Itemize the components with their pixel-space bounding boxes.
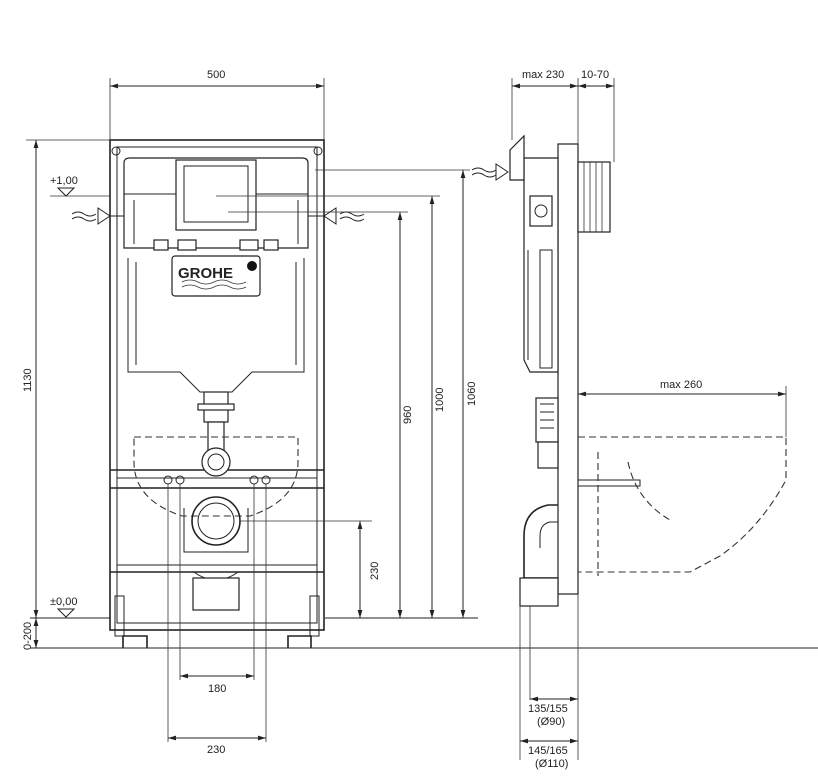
dim-max-230: max 230 <box>522 69 564 81</box>
dim-drain-110: 145/165 <box>528 745 568 757</box>
front-frame <box>71 139 365 742</box>
dim-230-bottom: 230 <box>207 744 225 756</box>
dim-230-vertical: 230 <box>369 562 381 580</box>
front-dimensions <box>26 78 470 741</box>
dim-adjust-0-200: 0-200 <box>22 622 34 650</box>
side-view <box>471 78 787 760</box>
dim-drain-110-dia: (Ø110) <box>535 758 568 770</box>
brand-logo-text: GROHE <box>178 265 233 282</box>
dim-height-1130: 1130 <box>22 368 34 392</box>
dim-180: 180 <box>208 683 226 695</box>
dim-1060: 1060 <box>466 382 478 406</box>
dim-drain-90-dia: (Ø90) <box>537 716 565 728</box>
dim-drain-90: 135/155 <box>528 703 568 715</box>
dim-max-260: max 260 <box>660 379 702 391</box>
dim-10-70: 10-70 <box>581 69 609 81</box>
dim-1000: 1000 <box>434 388 446 412</box>
level-zero: ±0,00 <box>50 596 77 608</box>
floor-lines <box>30 617 818 649</box>
dim-960: 960 <box>402 406 414 424</box>
level-plus-1: +1,00 <box>50 175 78 187</box>
dim-width-500: 500 <box>207 69 225 81</box>
